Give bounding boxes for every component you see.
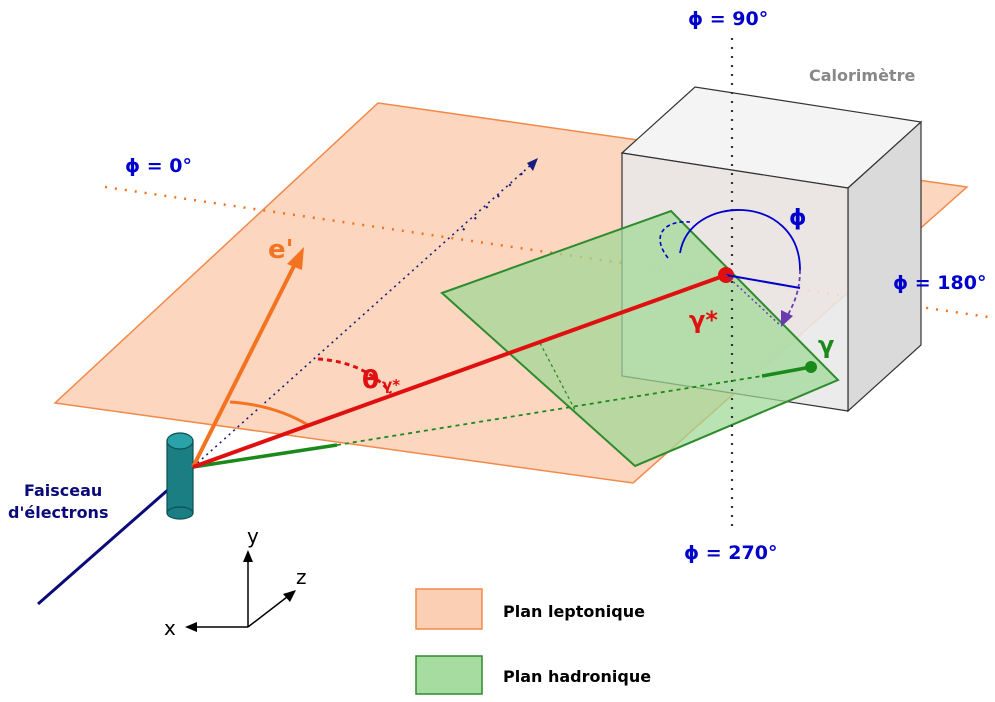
scattering-angle-arc <box>229 400 309 427</box>
scattered-electron-arrowhead <box>287 247 304 270</box>
electron-beam-cylinder <box>166 432 194 520</box>
real-photon-far <box>761 365 812 378</box>
beam-axis-far-dots <box>462 162 534 231</box>
phi-angle-arc-dashed-left <box>659 221 691 259</box>
phi-90-label: ϕ = 90° <box>688 8 768 30</box>
beam-axis-dotted <box>192 162 534 468</box>
axis-x-label: x <box>164 616 176 640</box>
beam-label-line2: d'électrons <box>8 503 108 522</box>
phi-0-label: ϕ = 0° <box>125 155 192 177</box>
coordinate-axes <box>185 550 296 632</box>
real-photon-near <box>192 443 338 469</box>
phi-reference-line <box>725 274 801 289</box>
phi-angle-arc-dashed-right <box>784 269 801 321</box>
phi-180-label: ϕ = 180° <box>893 272 986 294</box>
hadronic-plane-hidden-edge <box>539 342 576 411</box>
e-prime-label: e' <box>268 235 294 265</box>
legend-label-hadronic: Plan hadronique <box>503 667 651 686</box>
real-photon-point <box>805 361 817 373</box>
calorimeter-label: Calorimètre <box>809 66 915 85</box>
phi-angle-arc <box>679 209 801 271</box>
beam-axis-arrowhead <box>527 158 538 171</box>
legend-swatch-leptonic <box>415 588 483 630</box>
phi-angle-label: ϕ <box>789 206 807 231</box>
gamma-label: γ <box>818 331 834 359</box>
legend: Plan leptonique Plan hadronique <box>415 588 651 695</box>
beam-label-line1: Faisceau <box>24 481 102 500</box>
virtual-photon-vector <box>192 273 727 469</box>
phi-arc-arrowhead <box>781 310 793 327</box>
theta-subscript: γ* <box>382 376 400 394</box>
gamma-star-label: γ* <box>689 306 718 334</box>
legend-swatch-hadronic <box>415 655 483 695</box>
phi-270-label: ϕ = 270° <box>684 542 777 564</box>
electron-beam-line <box>37 479 179 606</box>
theta-label: θ <box>362 365 379 394</box>
theta-angle-arc <box>317 357 393 394</box>
legend-label-leptonic: Plan leptonique <box>503 602 645 621</box>
axis-y-label: y <box>247 524 259 548</box>
scattered-electron-vector <box>191 257 300 468</box>
axis-z-label: z <box>296 565 307 589</box>
hadronic-plane <box>440 209 840 468</box>
